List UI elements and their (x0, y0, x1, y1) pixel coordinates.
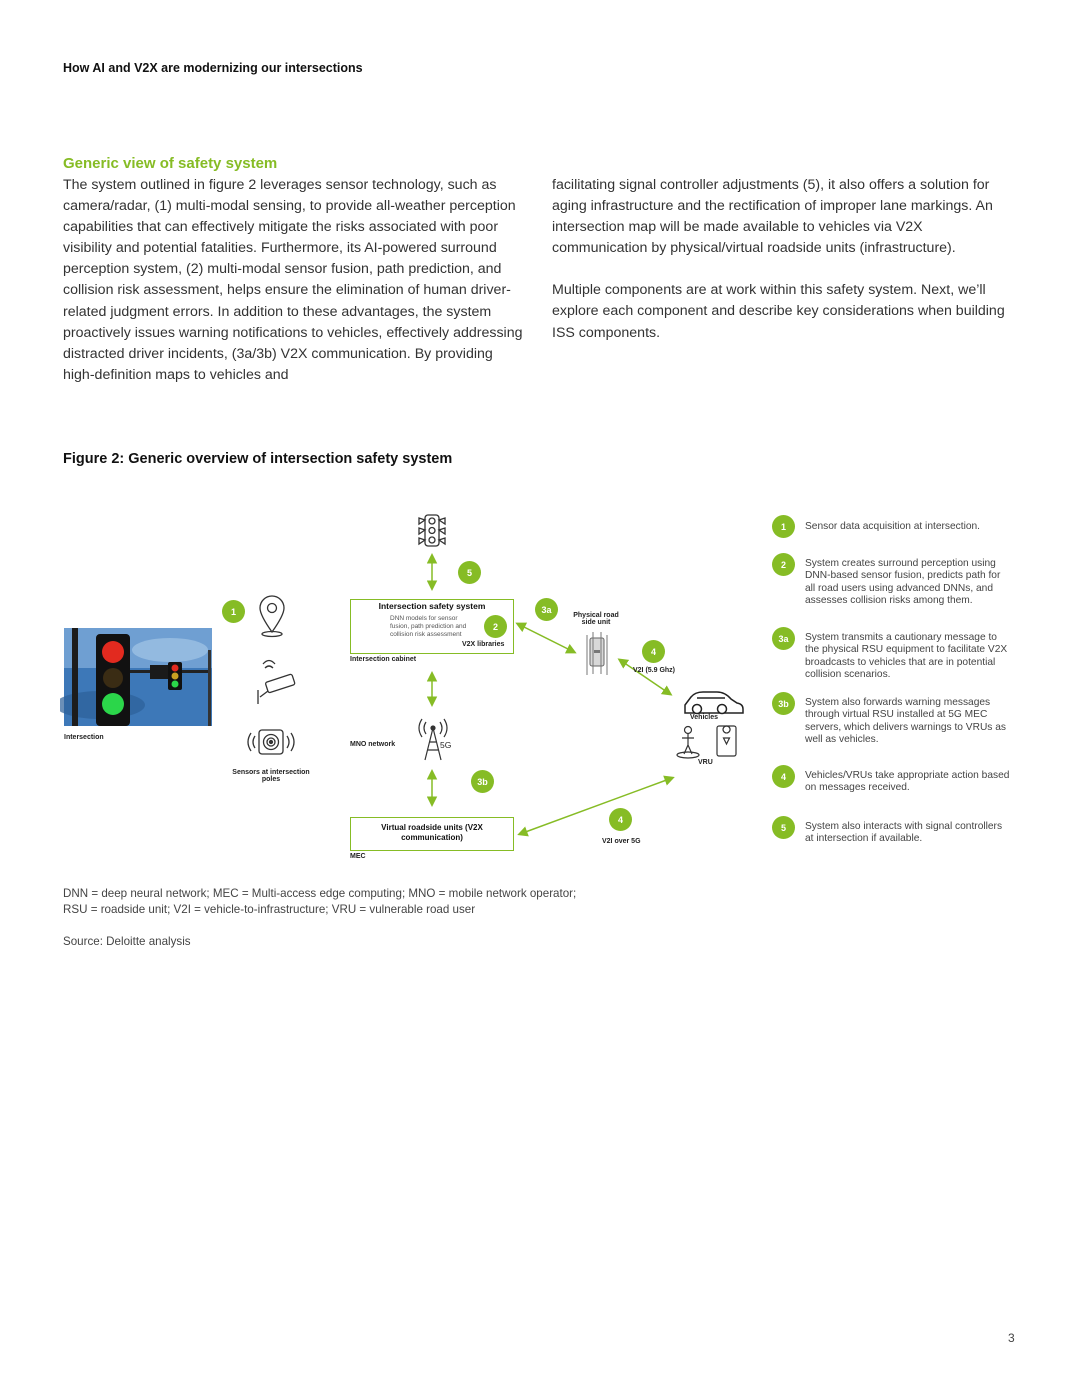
body-paragraph: Multiple components are at work within t… (552, 282, 1005, 341)
running-header: How AI and V2X are modernizing our inter… (63, 61, 363, 75)
legend-badge: 1 (772, 515, 795, 538)
cabinet-label: Intersection cabinet (350, 656, 417, 663)
body-paragraph: The system outlined in figure 2 leverage… (63, 177, 523, 383)
legend-text: System transmits a cautionary message to… (805, 632, 1008, 680)
smartphone-icon (716, 725, 737, 757)
section-title: Generic view of safety system (63, 155, 278, 172)
body-column-right: facilitating signal controller adjustmen… (552, 175, 1012, 365)
mno-label: MNO network (350, 741, 396, 748)
diagram-arrows (426, 553, 675, 837)
vru-label: VRU (698, 759, 713, 766)
radar-sensor-icon (247, 729, 295, 755)
legend-text: System creates surround perception using… (805, 558, 1001, 606)
iss-box-subtitle: DNN models for sensor fusion, path predi… (390, 615, 467, 638)
legend-badge: 2 (772, 553, 795, 576)
pedestrian-icon (676, 725, 700, 759)
iss-box-title: Intersection safety system (378, 601, 486, 611)
body-column-left: The system outlined in figure 2 leverage… (63, 175, 525, 407)
badge-3a: 3a (535, 598, 558, 621)
legend-text: Vehicles/VRUs take appropriate action ba… (805, 770, 1010, 794)
v2i-59-label: V2I (5.9 Ghz) (633, 667, 676, 674)
footnote-line: DNN = deep neural network; MEC = Multi-a… (63, 887, 577, 900)
legend-text: System also forwards warning messages th… (805, 697, 1006, 745)
footnote-line: RSU = roadside unit; V2I = vehicle-to-in… (63, 903, 476, 916)
badge-4-rsu: 4 (642, 640, 665, 663)
camera-icon (257, 659, 296, 704)
mec-label: MEC (350, 853, 366, 860)
iss-box-libraries: V2X libraries (462, 641, 505, 648)
figure-footnote: DNN = deep neural network; MEC = Multi-a… (63, 886, 576, 918)
virtual-rsu-box: Virtual roadside units (V2X communicatio… (350, 817, 514, 851)
figure-title: Figure 2: Generic overview of intersecti… (63, 451, 453, 467)
badge-5: 5 (458, 561, 481, 584)
rsu-icon (586, 632, 608, 675)
v2i-5g-label: V2I over 5G (602, 838, 641, 845)
virtual-rsu-box-title: Virtual roadside units (V2X communicatio… (381, 823, 483, 842)
rsu-label: Physical road side unit (573, 612, 619, 626)
location-pin-icon (259, 595, 285, 638)
intersection-photo (60, 628, 212, 726)
cell-tower-icon (418, 718, 448, 761)
five-g-label: 5G (440, 740, 452, 750)
traffic-light-icon (418, 514, 446, 547)
badge-2: 2 (484, 615, 507, 638)
sensors-label: Sensors at intersection poles (232, 769, 310, 783)
vehicles-label: Vehicles (690, 714, 719, 721)
badge-3b: 3b (471, 770, 494, 793)
legend-text: Sensor data acquisition at intersection. (805, 521, 980, 532)
diagram-graphics (60, 514, 744, 837)
legend-badge: 3a (772, 627, 795, 650)
page-number: 3 (1008, 1331, 1015, 1345)
body-paragraph: facilitating signal controller adjustmen… (552, 177, 993, 257)
intersection-label: Intersection (64, 734, 104, 741)
figure-source: Source: Deloitte analysis (63, 935, 191, 948)
legend-badge: 3b (772, 692, 795, 715)
legend-badge: 5 (772, 816, 795, 839)
badge-1: 1 (222, 600, 245, 623)
car-icon (684, 691, 744, 715)
safety-system-diagram: Intersection safety system DNN models fo… (60, 500, 760, 870)
legend-badge: 4 (772, 765, 795, 788)
badge-4-5g: 4 (609, 808, 632, 831)
legend-text: System also interacts with signal contro… (805, 821, 1003, 845)
